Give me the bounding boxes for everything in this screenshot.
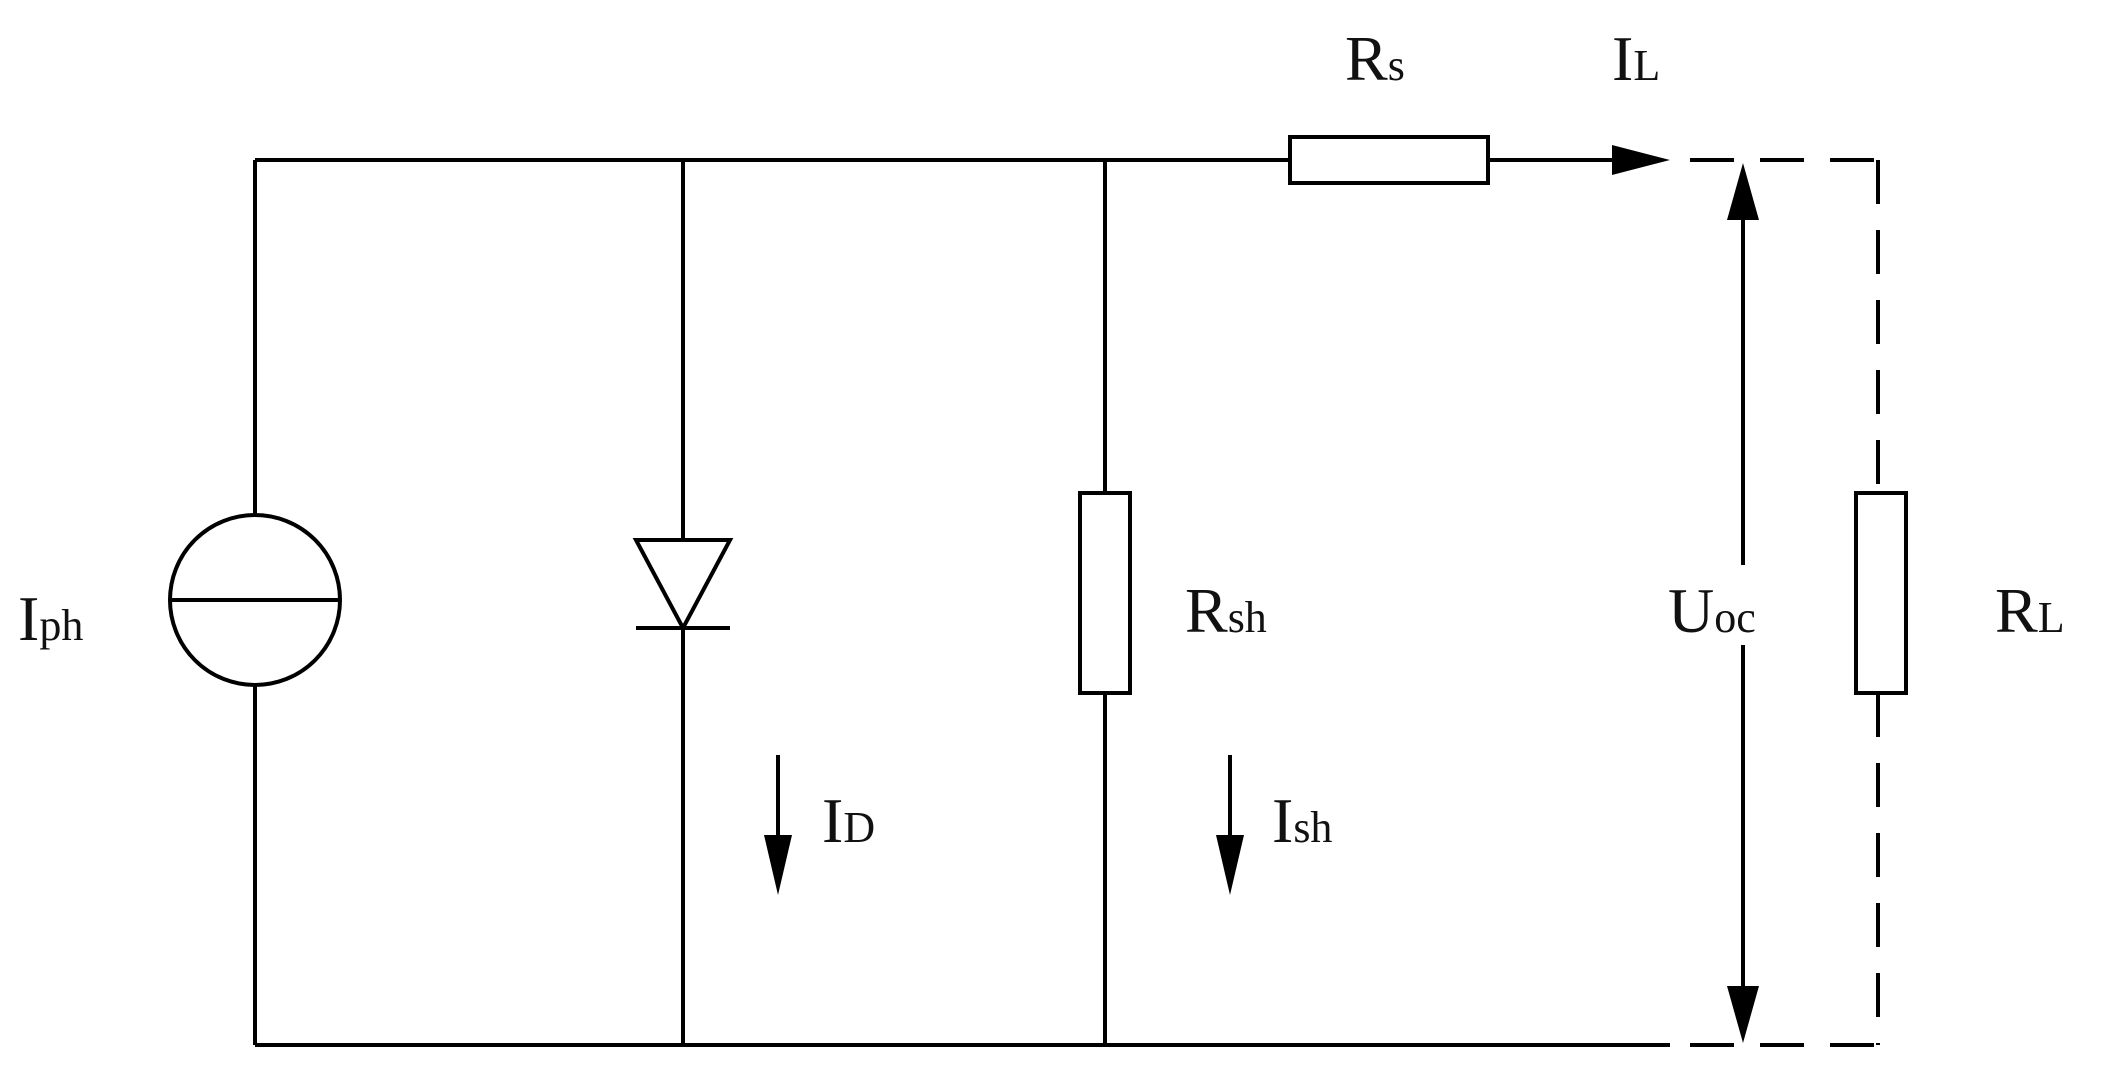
label-uoc: Uoc [1668,575,1756,646]
label-ish: Ish [1272,785,1332,856]
diode-current-arrow [764,755,792,895]
load-current-arrowhead [1612,145,1670,175]
label-id: ID [822,785,875,856]
load-dashed-wiring [1690,158,1880,1047]
label-il: IL [1612,23,1660,94]
diode-symbol [632,538,734,633]
series-resistor-symbol [1288,135,1490,185]
shunt-current-arrow [1216,755,1244,895]
label-iph: Iph [18,583,83,654]
label-rs: Rs [1345,23,1405,94]
load-resistor-symbol [1854,491,1908,695]
label-rl: RL [1995,575,2065,646]
label-rsh: Rsh [1185,575,1267,646]
current-source-symbol [168,513,342,687]
shunt-resistor-symbol [1078,491,1132,695]
open-circuit-voltage-arrow [1727,163,1759,1043]
